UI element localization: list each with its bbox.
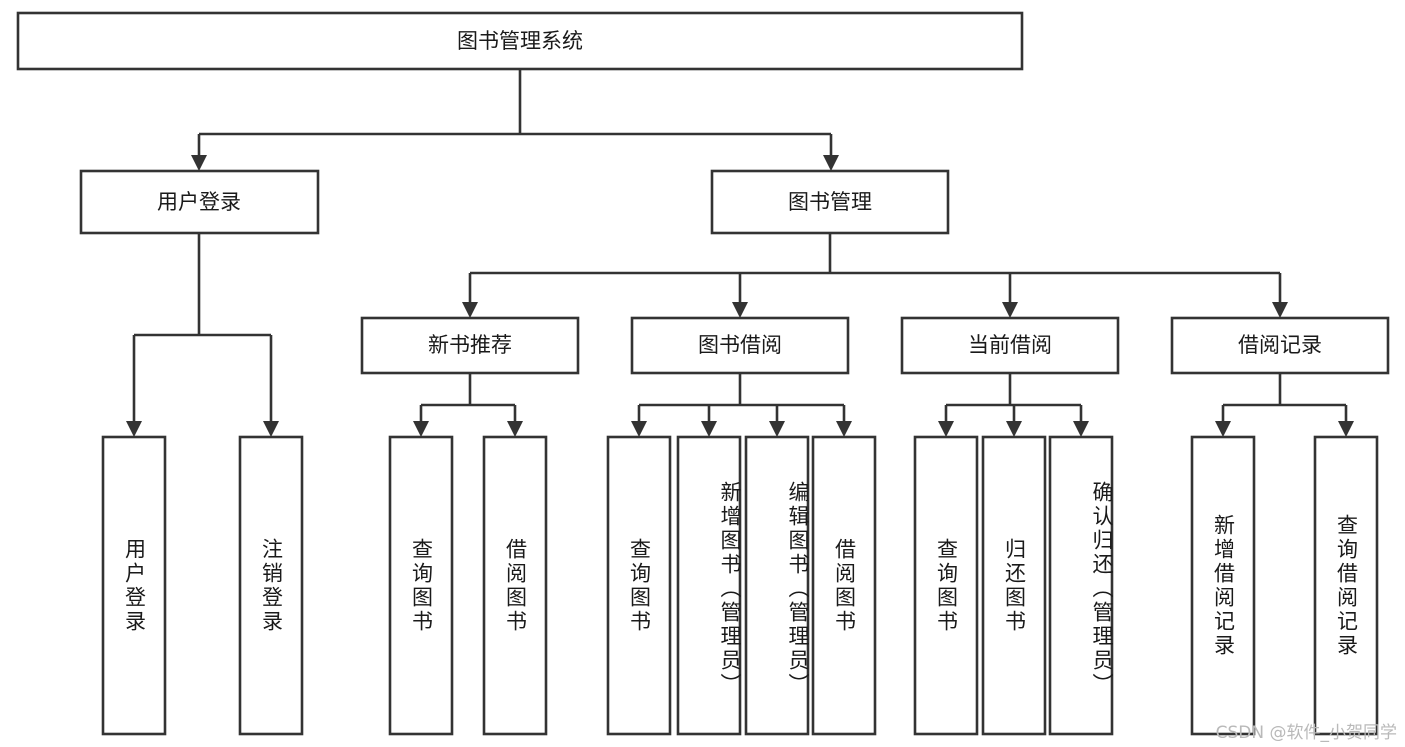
leaf-box-confirm-return[interactable] — [1048, 435, 1114, 736]
leaf-box-return-book[interactable] — [981, 435, 1047, 736]
arrowhead-edit-book — [769, 421, 785, 437]
arrowhead-user-login — [191, 155, 207, 171]
node-current-borrow-label: 当前借阅 — [968, 333, 1052, 357]
leaf-boxes — [101, 435, 1379, 736]
arrowhead-query-book-3 — [938, 421, 954, 437]
arrowhead-borrow-record — [1272, 302, 1288, 318]
connector-bookborrow-to-leaves — [631, 373, 852, 437]
arrowhead-query-book-1 — [413, 421, 429, 437]
arrowhead-query-book-2 — [631, 421, 647, 437]
leaf-box-add-book[interactable] — [676, 435, 742, 736]
arrowhead-return-book — [1006, 421, 1022, 437]
node-user-login[interactable]: 用户登录 — [79, 169, 320, 235]
arrowhead-confirm-return — [1073, 421, 1089, 437]
leaf-box-user-login[interactable] — [101, 435, 167, 736]
leaf-box-edit-book[interactable] — [744, 435, 810, 736]
leaf-box-borrow-book-1[interactable] — [482, 435, 548, 736]
node-borrow-record-box[interactable] — [1170, 316, 1390, 375]
arrowhead-leaf-logout — [263, 421, 279, 437]
arrowhead-leaf-user-login — [126, 421, 142, 437]
node-book-manage-box[interactable] — [710, 169, 950, 235]
node-borrow-record[interactable]: 借阅记录 — [1170, 316, 1390, 375]
node-book-borrow-label: 图书借阅 — [698, 333, 782, 357]
node-root-label: 图书管理系统 — [457, 29, 583, 53]
node-book-borrow-box[interactable] — [630, 316, 850, 375]
leaf-box-logout[interactable] — [238, 435, 304, 736]
connector-root-to-level2 — [191, 69, 839, 171]
node-root-box[interactable] — [16, 11, 1024, 71]
arrowhead-add-record — [1215, 421, 1231, 437]
node-new-book[interactable]: 新书推荐 — [360, 316, 580, 375]
arrowhead-new-book — [462, 302, 478, 318]
node-borrow-record-label: 借阅记录 — [1238, 333, 1322, 357]
leaf-box-query-record[interactable] — [1313, 435, 1379, 736]
connector-userlogin-to-leaves — [126, 233, 279, 437]
node-root[interactable]: 图书管理系统 — [16, 11, 1024, 71]
connector-newbook-to-leaves — [413, 373, 523, 437]
node-current-borrow[interactable]: 当前借阅 — [900, 316, 1120, 375]
arrowhead-borrow-book-2 — [836, 421, 852, 437]
node-new-book-label: 新书推荐 — [428, 333, 512, 357]
csdn-watermark: CSDN @软件_小贺同学 — [1215, 723, 1397, 743]
arrowhead-borrow-book-1 — [507, 421, 523, 437]
leaf-box-query-book-3[interactable] — [913, 435, 979, 736]
arrowhead-query-record — [1338, 421, 1354, 437]
node-new-book-box[interactable] — [360, 316, 580, 375]
arrowhead-book-manage — [823, 155, 839, 171]
connector-currentborrow-to-leaves — [938, 373, 1089, 437]
node-user-login-label: 用户登录 — [157, 190, 241, 214]
node-book-manage-label: 图书管理 — [788, 190, 872, 214]
connector-bookmanage-to-level3 — [462, 233, 1288, 318]
leaf-box-add-record[interactable] — [1190, 435, 1256, 736]
node-current-borrow-box[interactable] — [900, 316, 1120, 375]
arrowhead-add-book — [701, 421, 717, 437]
node-book-manage[interactable]: 图书管理 — [710, 169, 950, 235]
leaf-box-borrow-book-2[interactable] — [811, 435, 877, 736]
leaf-box-query-book-2[interactable] — [606, 435, 672, 736]
node-book-borrow[interactable]: 图书借阅 — [630, 316, 850, 375]
arrowhead-book-borrow — [732, 302, 748, 318]
connector-borrowrecord-to-leaves — [1215, 373, 1354, 437]
leaf-box-query-book-1[interactable] — [388, 435, 454, 736]
arrowhead-current-borrow — [1002, 302, 1018, 318]
